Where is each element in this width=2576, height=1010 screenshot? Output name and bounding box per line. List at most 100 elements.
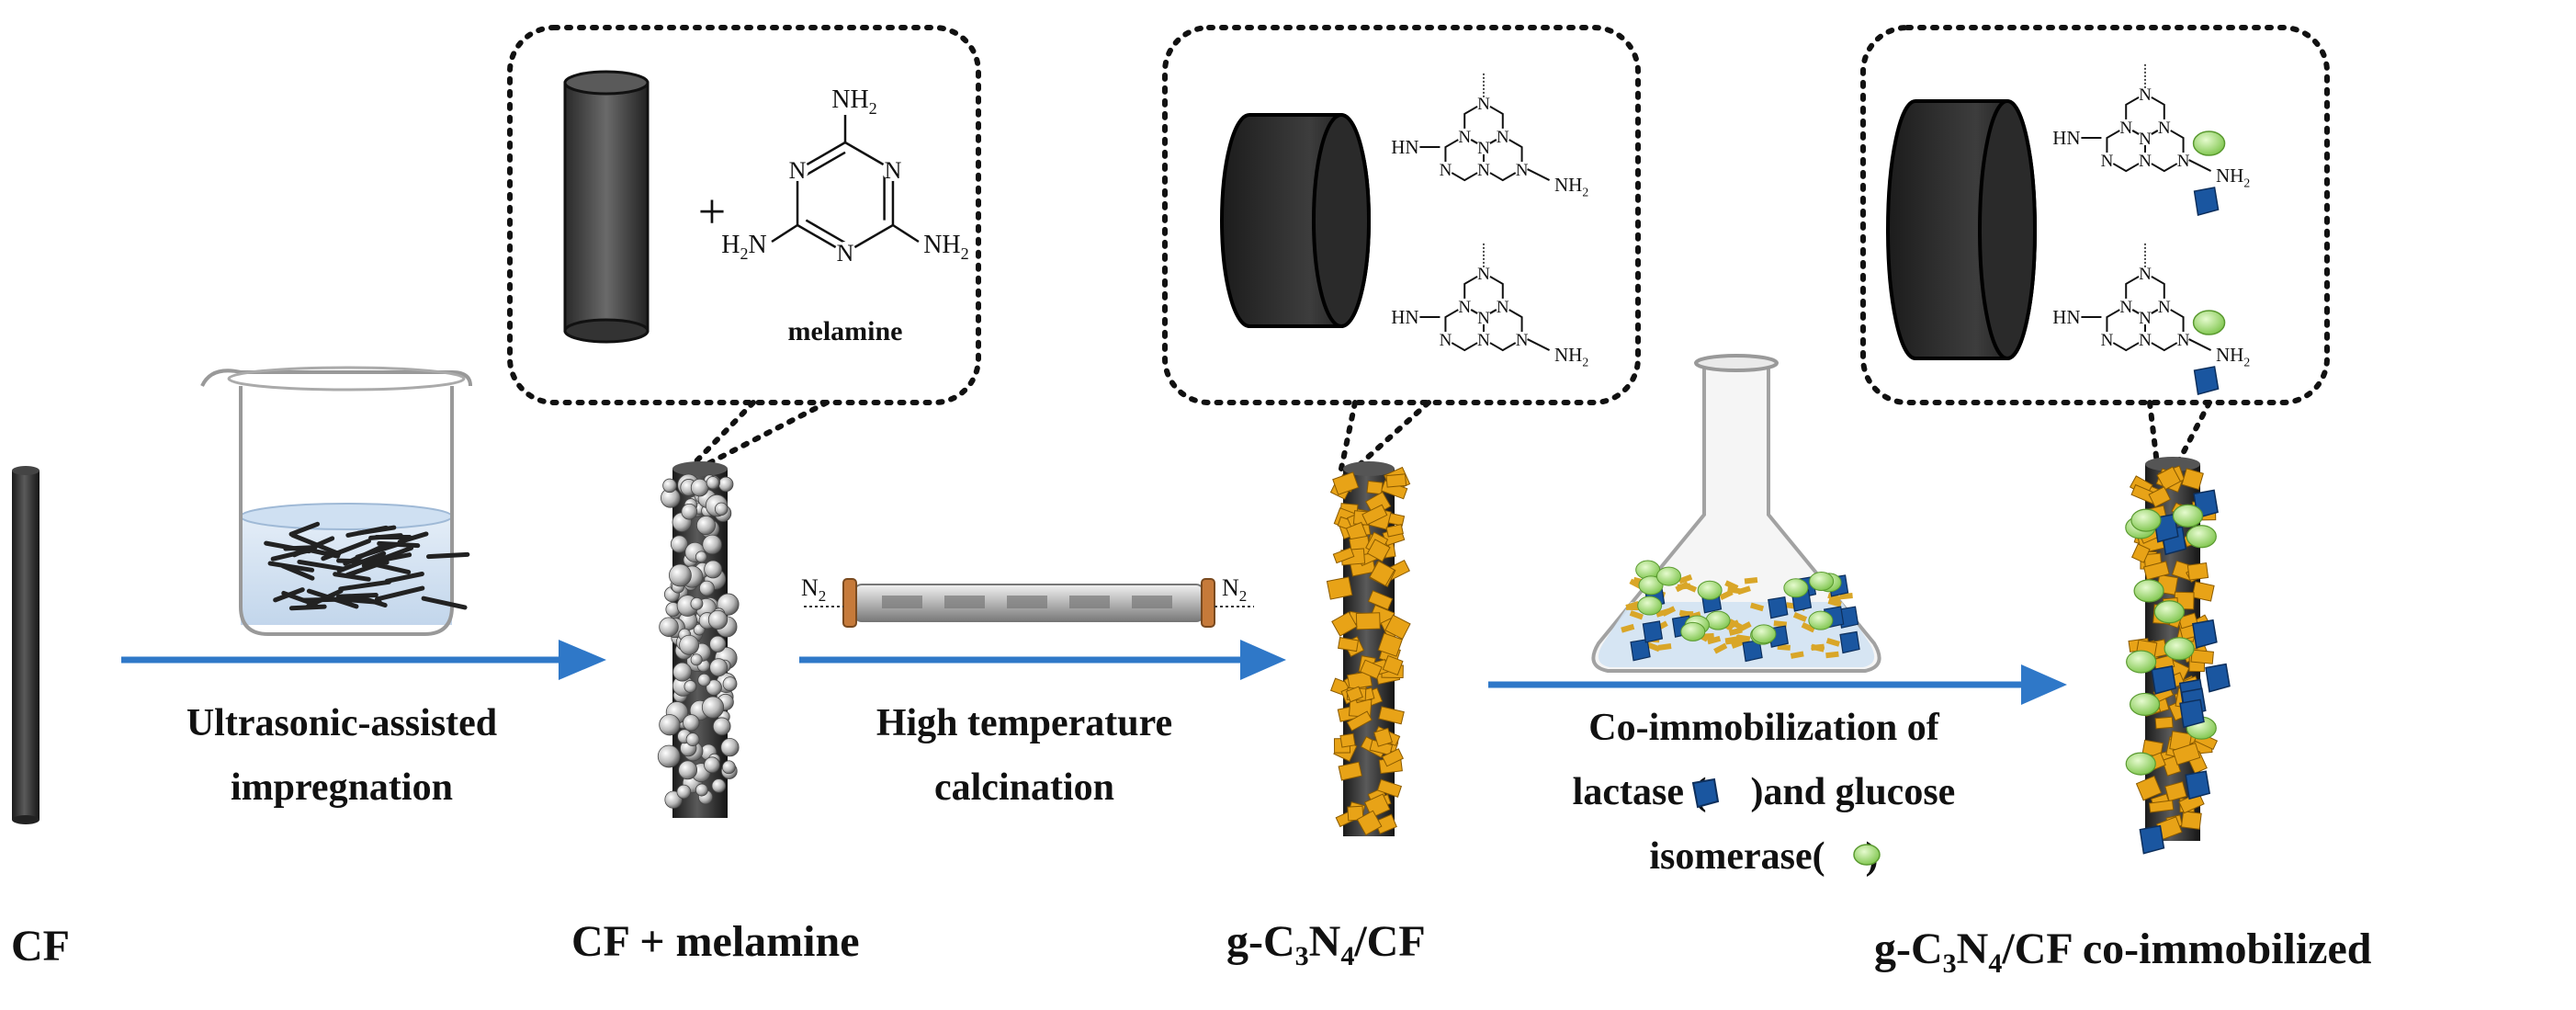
n-atom-bg xyxy=(2138,265,2152,280)
gcn-flake xyxy=(2142,561,2170,581)
fiber xyxy=(305,547,341,559)
n-atom: N xyxy=(2101,331,2114,350)
gcn-flake xyxy=(2135,775,2163,801)
n-atom-bg xyxy=(2175,153,2191,168)
melamine-particle xyxy=(678,760,698,780)
melamine-particle xyxy=(685,732,700,747)
gcn-flake xyxy=(1385,473,1407,488)
fiber xyxy=(336,558,390,565)
gcn-flake xyxy=(1355,612,1381,630)
gcn-flake xyxy=(2148,800,2175,813)
isomerase-enzyme xyxy=(2192,131,2226,156)
melamine-particle xyxy=(706,679,722,696)
gcn-cf-fragment xyxy=(1677,583,1691,590)
isomerase-enzyme xyxy=(2186,525,2217,549)
step2-label-line1: High temperature xyxy=(876,702,1172,744)
gcn-flake xyxy=(2181,468,2204,491)
gcn-flake xyxy=(2148,486,2172,508)
melamine-particle xyxy=(683,714,700,732)
melamine-particle xyxy=(672,662,693,682)
gcn-cf-fragment xyxy=(1801,622,1815,633)
callout-gcn: NNNNNNNNNNHNNH2 NNNNNNNNNNHNNH2 xyxy=(1162,25,1641,471)
melamine-particle xyxy=(659,714,681,736)
gcn-cf-fragment xyxy=(1736,585,1751,596)
flask-icon xyxy=(1591,354,1881,673)
melamine-particle xyxy=(690,478,709,497)
double-bond xyxy=(805,219,846,244)
gcn-cf-fragment xyxy=(1744,576,1758,584)
nh2-group: NH2 xyxy=(1554,174,1588,199)
fiber xyxy=(384,571,424,584)
n-atom-bg xyxy=(2138,131,2152,145)
hn-group: HN xyxy=(1391,306,1418,328)
bond xyxy=(892,223,920,244)
bond xyxy=(1527,338,1551,351)
fiber xyxy=(397,531,429,545)
melamine-particles xyxy=(657,473,740,809)
melamine-particle xyxy=(696,516,716,536)
step1-label-line2: impregnation xyxy=(231,766,453,809)
nh2-group: NH2 xyxy=(2216,165,2250,189)
gcn-cf-fragment xyxy=(1825,638,1840,647)
n-atom-bg xyxy=(2138,153,2152,168)
n-atom-bg xyxy=(834,242,856,264)
lactase-enzyme xyxy=(1839,630,1860,654)
gcn-cf-fragment xyxy=(1728,627,1743,636)
lactase-enzyme xyxy=(2139,824,2165,855)
stage-label-gcn-cf: g-C3N4/CF xyxy=(1226,917,1426,971)
melamine-particle xyxy=(695,783,708,797)
callout-coimmobilized: NNNNNNNNNNHNNH2 NNNNNNNNNNHNNH2 xyxy=(1860,25,2330,467)
n-atom-bg xyxy=(2175,332,2191,347)
gcn-flake xyxy=(1378,706,1405,725)
gcn-flake xyxy=(1366,480,1384,495)
gcn-flake xyxy=(2156,466,2182,491)
gcn-flake xyxy=(2190,649,2214,664)
n-atom-bg xyxy=(2118,119,2134,135)
n-atom-bg xyxy=(2099,332,2115,347)
n-atom: N xyxy=(1497,128,1509,147)
gcn-flakes-enzymes xyxy=(2125,465,2231,855)
melamine-particle xyxy=(695,550,707,563)
tube-furnace-icon xyxy=(804,578,1254,628)
gcn-flake xyxy=(2172,743,2201,766)
melamine-particle xyxy=(721,760,736,775)
gcn-heptazine-enzyme-lower: NNNNNNNNNNHNNH2 xyxy=(2052,243,2250,395)
melamine-particle xyxy=(670,535,689,553)
gcn-cf-fragment xyxy=(1839,593,1853,600)
n-atom: N xyxy=(2139,331,2152,350)
gcn-cf-fragment xyxy=(1749,602,1765,612)
n-atom-bg xyxy=(1514,162,1530,177)
n-atom-bg xyxy=(2156,119,2172,135)
gcn-flake xyxy=(1360,659,1383,680)
melamine-particle xyxy=(657,744,681,768)
melamine-particle xyxy=(676,784,692,800)
enzyme-mixture xyxy=(1621,560,1860,663)
fiber xyxy=(288,521,321,537)
n-atom: N xyxy=(1458,128,1471,147)
n-atom: N xyxy=(1477,95,1490,114)
melamine-particle xyxy=(662,478,677,494)
melamine-particle xyxy=(702,534,722,555)
isomerase-enzyme xyxy=(1751,624,1777,644)
melamine-particle xyxy=(706,476,720,490)
gcn-cf-fragment xyxy=(1719,589,1734,600)
n-atom-bg xyxy=(786,159,809,181)
step1-label-line1: Ultrasonic-assisted xyxy=(186,702,497,744)
gcn-flake xyxy=(2164,781,2187,802)
isomerase-enzyme xyxy=(2164,637,2195,661)
gcn-cf-rod xyxy=(1326,461,1411,836)
n-atom-bg xyxy=(1476,140,1491,154)
n2-outlet-label: N2 xyxy=(1222,574,1247,605)
sample-boat xyxy=(882,596,922,608)
arrow-step-1 xyxy=(121,640,606,680)
melamine-particle xyxy=(707,609,729,630)
gcn-cf-fragment xyxy=(1713,642,1728,654)
lactase-enzyme xyxy=(2193,187,2220,216)
gcn-flake xyxy=(2186,562,2209,581)
gcn-flake xyxy=(1338,637,1360,653)
gcn-flake xyxy=(1326,576,1353,600)
n-atom-bg xyxy=(2118,299,2134,314)
gcn-flake xyxy=(1367,590,1394,610)
n-atom: N xyxy=(2119,298,2132,317)
